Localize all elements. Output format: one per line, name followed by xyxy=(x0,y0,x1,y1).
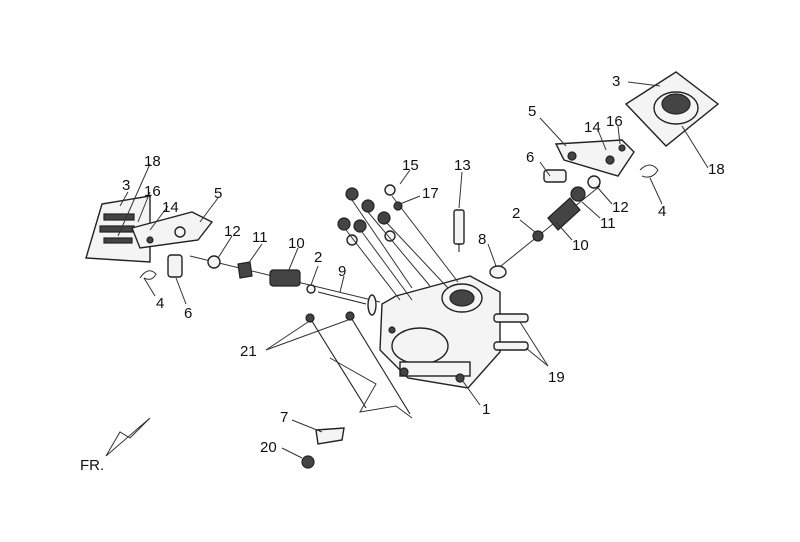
callout-3-right: 3 xyxy=(612,73,620,90)
right-valve-retainer xyxy=(587,175,601,189)
callout-19: 19 xyxy=(548,369,565,386)
callout-1: 1 xyxy=(482,401,490,418)
callout-10-right: 10 xyxy=(572,237,589,254)
callout-16-right: 16 xyxy=(606,113,623,130)
callout-15: 15 xyxy=(402,157,419,174)
cylinder-head xyxy=(379,275,501,389)
left-valve-seal xyxy=(306,284,316,294)
left-clip xyxy=(139,270,157,280)
callout-4-left: 4 xyxy=(156,295,164,312)
right-valve-cotter xyxy=(570,186,586,202)
exhaust-studs xyxy=(493,313,529,351)
callout-20: 20 xyxy=(260,439,277,456)
callout-6-left: 6 xyxy=(184,305,192,322)
head-nuts xyxy=(337,184,403,246)
callout-13: 13 xyxy=(454,157,471,174)
right-cover-plate xyxy=(624,71,720,147)
callout-7: 7 xyxy=(280,409,288,426)
left-pin xyxy=(167,254,183,278)
front-direction-arrow xyxy=(105,417,151,457)
left-valve-cotter xyxy=(237,261,253,279)
callout-5-right: 5 xyxy=(528,103,536,120)
left-rocker-arm xyxy=(131,211,214,249)
right-rocker-arm xyxy=(554,139,635,177)
callout-18-right: 18 xyxy=(708,161,725,178)
callout-11-right: 11 xyxy=(600,215,616,232)
left-valve-spring xyxy=(269,269,301,287)
spark-plug xyxy=(453,209,465,252)
callout-numbers: 1 2 2 3 3 4 4 5 5 6 6 7 8 9 10 10 11 11 … xyxy=(122,73,725,456)
callout-3-left: 3 xyxy=(122,177,130,194)
front-label: FR. xyxy=(80,457,104,474)
callout-2-right: 2 xyxy=(512,205,520,222)
leader-lines xyxy=(117,81,709,459)
callout-8: 8 xyxy=(478,231,486,248)
right-pin xyxy=(543,169,567,183)
callout-21: 21 xyxy=(240,343,257,360)
callout-12-left: 12 xyxy=(224,223,241,240)
callout-6-right: 6 xyxy=(526,149,534,166)
callout-14-right: 14 xyxy=(584,119,601,136)
callout-9: 9 xyxy=(338,263,346,280)
callout-2-left: 2 xyxy=(314,249,322,266)
right-valve-axis xyxy=(495,185,601,271)
right-clip xyxy=(639,164,659,178)
right-valve-seal-ring xyxy=(489,265,507,279)
callout-18-left: 18 xyxy=(144,153,161,170)
callout-17: 17 xyxy=(422,185,439,202)
callout-12-right: 12 xyxy=(612,199,629,216)
right-valve-collar xyxy=(532,230,544,242)
long-studs xyxy=(305,311,413,419)
callout-10-left: 10 xyxy=(288,235,305,252)
callout-14-left: 14 xyxy=(162,199,179,216)
callout-4-right: 4 xyxy=(658,203,666,220)
callout-5-left: 5 xyxy=(214,185,222,202)
callout-11-left: 11 xyxy=(252,229,268,246)
callout-16-left: 16 xyxy=(144,183,161,200)
bracket-bolt xyxy=(301,455,315,469)
valve xyxy=(317,291,377,316)
right-valve-spring xyxy=(547,197,581,231)
head-stud-lines xyxy=(345,195,459,301)
guide-bracket xyxy=(315,427,345,445)
left-valve-collar xyxy=(207,255,221,269)
